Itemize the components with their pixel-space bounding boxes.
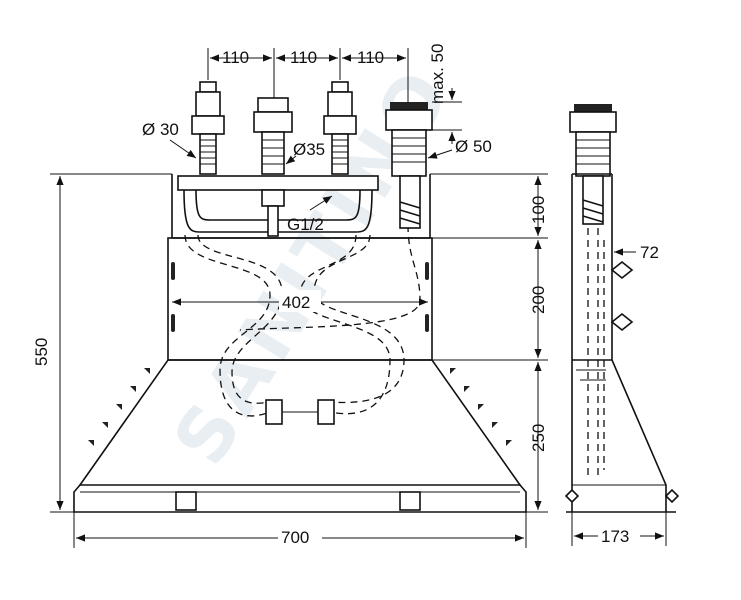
valve-middle-cap xyxy=(257,97,289,113)
side-outline xyxy=(571,174,667,512)
hose-left-2 xyxy=(197,234,283,404)
label-max50: max. 50 xyxy=(428,44,447,104)
lower-housing xyxy=(78,359,522,486)
valve-left-collar xyxy=(191,115,225,135)
leader-dia-30 xyxy=(169,139,197,159)
label-402: 402 xyxy=(282,293,310,312)
valve-middle-stem xyxy=(261,131,285,175)
dimension-700: 700 xyxy=(73,512,527,548)
label-g12: G1/2 xyxy=(287,215,324,234)
label-550: 550 xyxy=(32,338,51,366)
diverter-ring xyxy=(385,109,433,131)
side-spring xyxy=(582,199,604,223)
valve-right xyxy=(323,81,357,175)
label-dia-35: Ø35 xyxy=(293,140,325,159)
base-foot-right xyxy=(399,491,421,511)
coupling-left xyxy=(265,399,283,425)
label-dia-50: Ø 50 xyxy=(455,137,492,156)
label-250: 250 xyxy=(529,424,548,452)
label-700-bg xyxy=(278,526,322,548)
side-clip-1 xyxy=(610,260,634,280)
hose-right-2 xyxy=(313,234,405,404)
label-402-bg xyxy=(279,290,321,312)
dimension-402: 402 xyxy=(172,290,428,312)
valve-middle xyxy=(253,97,293,237)
ext-lines-right xyxy=(430,173,548,513)
valve-middle-thread xyxy=(262,139,284,165)
slot-right-1 xyxy=(425,262,429,280)
ext-lines-max50 xyxy=(432,101,462,131)
side-body xyxy=(575,131,611,177)
label-72: 72 xyxy=(640,243,659,262)
slot-left-2 xyxy=(171,314,175,332)
side-view: 72 173 xyxy=(564,104,680,546)
side-hoses xyxy=(587,228,605,480)
ext-lines-173 xyxy=(571,512,667,546)
tabs-right xyxy=(450,368,512,446)
base-plate xyxy=(73,484,527,513)
hose-diverter xyxy=(239,224,421,331)
base-foot-left xyxy=(175,491,197,511)
ext-lines-top xyxy=(207,48,409,102)
leader-g12 xyxy=(309,195,333,211)
slot-left-1 xyxy=(171,262,175,280)
valve-left-thread xyxy=(200,139,216,165)
leader-dia-50 xyxy=(427,149,453,159)
valve-right-cap xyxy=(331,81,349,93)
upper-box-sides xyxy=(171,174,431,238)
side-ring xyxy=(569,111,617,133)
diverter-cap xyxy=(390,102,428,110)
label-173-bg xyxy=(598,524,640,546)
label-200: 200 xyxy=(529,286,548,314)
dimensions-right: 100 200 250 xyxy=(430,173,548,513)
valve-middle-collar xyxy=(253,111,293,133)
label-110-1: 110 xyxy=(222,48,249,67)
side-clip-2 xyxy=(610,312,634,332)
side-clip-3 xyxy=(564,488,580,504)
side-detail xyxy=(576,369,606,381)
dimensions-top: 110 110 110 max. 50 xyxy=(207,44,462,144)
label-100: 100 xyxy=(529,196,548,224)
diverter-thread xyxy=(392,137,426,163)
side-cap xyxy=(574,104,612,112)
ext-lines-700 xyxy=(73,512,527,548)
leader-dia-35 xyxy=(285,155,297,165)
diverter-body xyxy=(391,129,427,177)
front-view xyxy=(73,81,527,513)
ext-lines-550 xyxy=(50,173,172,513)
label-110-2: 110 xyxy=(290,48,317,67)
valve-right-thread xyxy=(332,139,348,165)
diverter-right xyxy=(385,102,433,229)
side-cross-lines xyxy=(572,173,612,361)
hose-right xyxy=(299,234,391,415)
slot-right-2 xyxy=(425,314,429,332)
valve-middle-outlet xyxy=(261,189,285,207)
tabs-left xyxy=(88,368,150,446)
valve-left-head xyxy=(195,91,221,117)
hose-left xyxy=(184,234,271,417)
valve-right-head xyxy=(327,91,353,117)
diameter-labels: Ø 30 Ø35 Ø 50 G1/2 xyxy=(142,120,492,234)
valve-middle-pipe xyxy=(267,205,279,237)
valve-left xyxy=(191,81,225,175)
label-700: 700 xyxy=(281,528,309,547)
label-110-3: 110 xyxy=(357,48,384,67)
pipe-horizontal xyxy=(177,175,379,191)
label-173: 173 xyxy=(601,527,629,546)
dimension-550: 550 xyxy=(32,173,172,513)
valve-left-cap xyxy=(199,81,217,93)
side-thread xyxy=(576,139,610,165)
diverter-spring xyxy=(399,201,421,225)
label-dia-30: Ø 30 xyxy=(142,120,179,139)
coupling-right xyxy=(317,399,335,425)
valve-right-collar xyxy=(323,115,357,135)
side-clip-4 xyxy=(664,488,680,504)
